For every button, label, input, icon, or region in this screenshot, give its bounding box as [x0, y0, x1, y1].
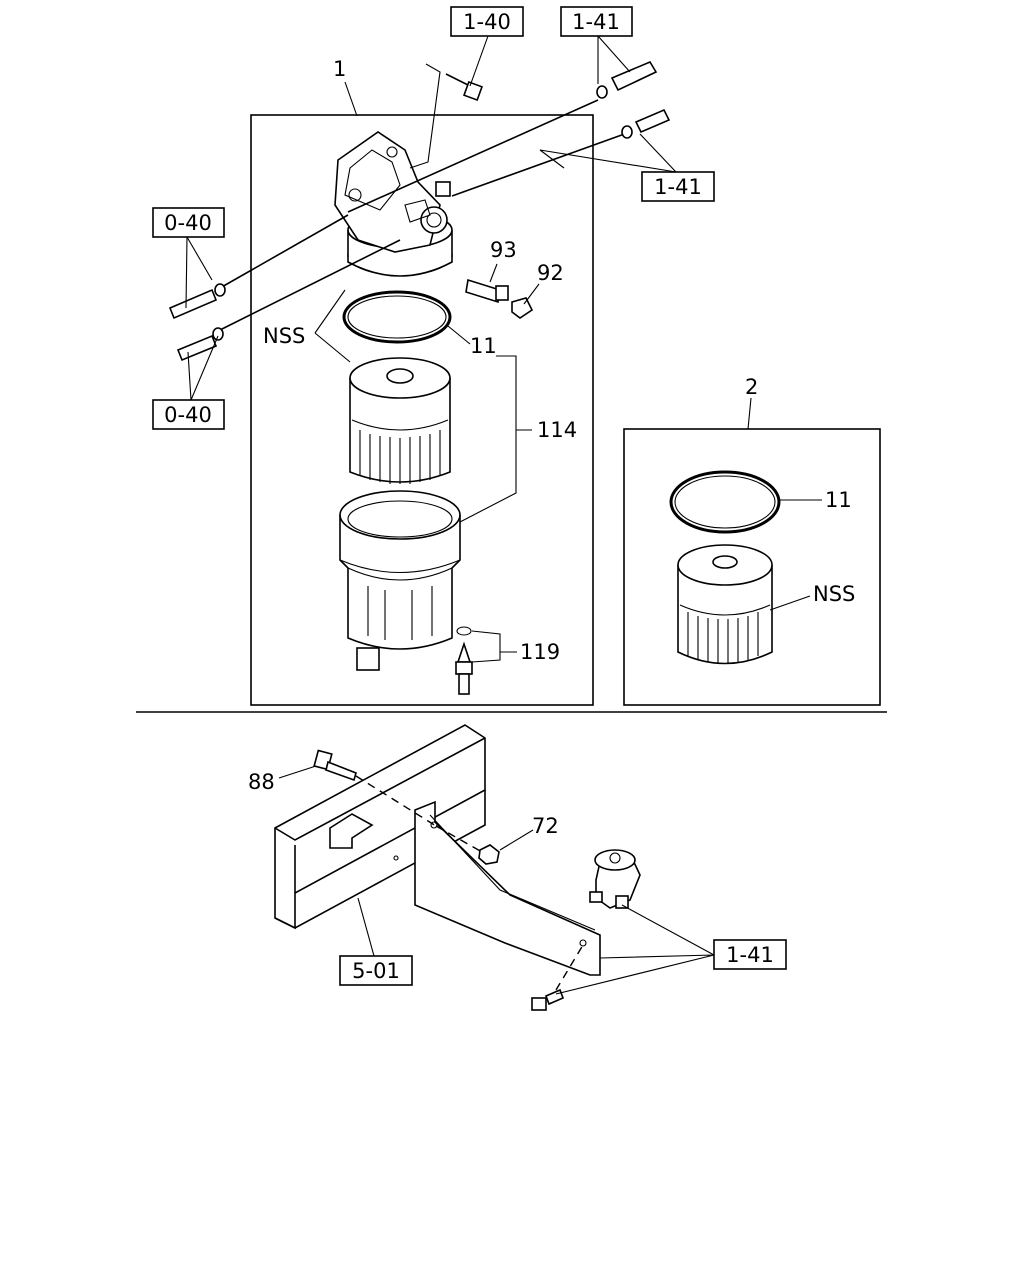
- fuel-line-left-lower: [219, 239, 401, 331]
- oring-part-11-a-inner: [347, 295, 447, 339]
- ref-0-40-upper[interactable]: 0-40: [152, 207, 225, 238]
- leader-nss-1: [314, 289, 351, 363]
- label-part-11-a: 11: [470, 334, 497, 358]
- ref-1-41-top-text: 1-41: [572, 10, 620, 34]
- priming-pump: [589, 849, 641, 909]
- ref-1-41-bottom[interactable]: 1-41: [713, 939, 787, 970]
- filter-element-nss-1: [349, 357, 451, 484]
- hose-left-upper: [168, 283, 226, 320]
- ref-0-40-lower-text: 0-40: [164, 403, 212, 427]
- leader-nss-2: [769, 595, 811, 611]
- bolt-part-88: [313, 749, 357, 782]
- leader-1-40: [469, 35, 489, 87]
- label-part-88: 88: [248, 770, 275, 794]
- ref-0-40-lower[interactable]: 0-40: [152, 399, 225, 430]
- ref-1-41-right-text: 1-41: [654, 175, 702, 199]
- mounting-bracket: [414, 800, 601, 976]
- leader-92: [523, 283, 540, 305]
- bolt-88-axis: [355, 775, 437, 827]
- nut-72-axis: [435, 825, 483, 853]
- ref-0-40-upper-text: 0-40: [164, 211, 212, 235]
- label-assembly-2: 2: [745, 375, 758, 399]
- label-part-114: 114: [537, 418, 577, 442]
- bolt-part-1-40: [445, 73, 483, 101]
- leader-88: [278, 765, 317, 779]
- bolt-part-1-41-lower: [531, 988, 565, 1011]
- leader-119: [471, 630, 517, 663]
- leader-11-a: [447, 325, 471, 345]
- label-assembly-1: 1: [333, 57, 346, 81]
- leader-5-01: [357, 897, 375, 957]
- frame-rail: [274, 724, 486, 930]
- oring-part-11-a: [342, 290, 452, 344]
- leader-1-40-bolt: [409, 63, 441, 169]
- ref-1-41-right[interactable]: 1-41: [641, 171, 715, 202]
- sensor-part-93: [465, 278, 509, 304]
- leader-1-41-top: [597, 35, 631, 84]
- filter-bowl: [339, 490, 461, 671]
- filter-element-nss-2: [677, 544, 773, 665]
- leader-0-40-upper: [185, 236, 213, 309]
- label-nss-2: NSS: [813, 582, 855, 606]
- label-nss-1: NSS: [263, 324, 305, 348]
- leader-2: [747, 397, 752, 430]
- label-part-92: 92: [537, 261, 564, 285]
- leader-1-41-right: [539, 133, 677, 173]
- cap-part-92: [511, 297, 534, 319]
- assembly-2-frame: [623, 428, 881, 706]
- ref-1-40-text: 1-40: [463, 10, 511, 34]
- assembly-1-frame: [250, 114, 594, 706]
- label-part-119: 119: [520, 640, 560, 664]
- leader-0-40-lower: [187, 335, 219, 401]
- filter-head: [334, 131, 453, 277]
- leader-93: [489, 263, 498, 283]
- hose-left-lower: [176, 327, 224, 362]
- ref-5-01[interactable]: 5-01: [339, 955, 413, 986]
- leader-1: [344, 81, 358, 117]
- fuel-line-left-upper: [219, 214, 349, 289]
- leader-1-41-bottom: [555, 904, 715, 995]
- leader-114: [459, 355, 532, 523]
- drain-plug-part-119: [455, 626, 473, 695]
- fuel-line-out: [347, 99, 599, 213]
- label-part-11-b: 11: [825, 488, 852, 512]
- label-part-72: 72: [532, 814, 559, 838]
- nut-part-72: [478, 844, 500, 865]
- ref-1-40[interactable]: 1-40: [450, 6, 524, 37]
- ref-5-01-text: 5-01: [352, 959, 400, 983]
- oring-part-11-b: [669, 470, 781, 534]
- bolt-lower-axis: [555, 944, 584, 991]
- label-part-93: 93: [490, 238, 517, 262]
- leader-72: [499, 829, 534, 851]
- ref-1-41-top[interactable]: 1-41: [560, 6, 633, 37]
- ref-1-41-bottom-text: 1-41: [726, 943, 774, 967]
- fuel-line-in: [451, 131, 631, 197]
- hose-top-right-1: [596, 60, 658, 99]
- oring-part-11-b-inner: [674, 475, 776, 529]
- hose-top-right-2: [621, 108, 671, 139]
